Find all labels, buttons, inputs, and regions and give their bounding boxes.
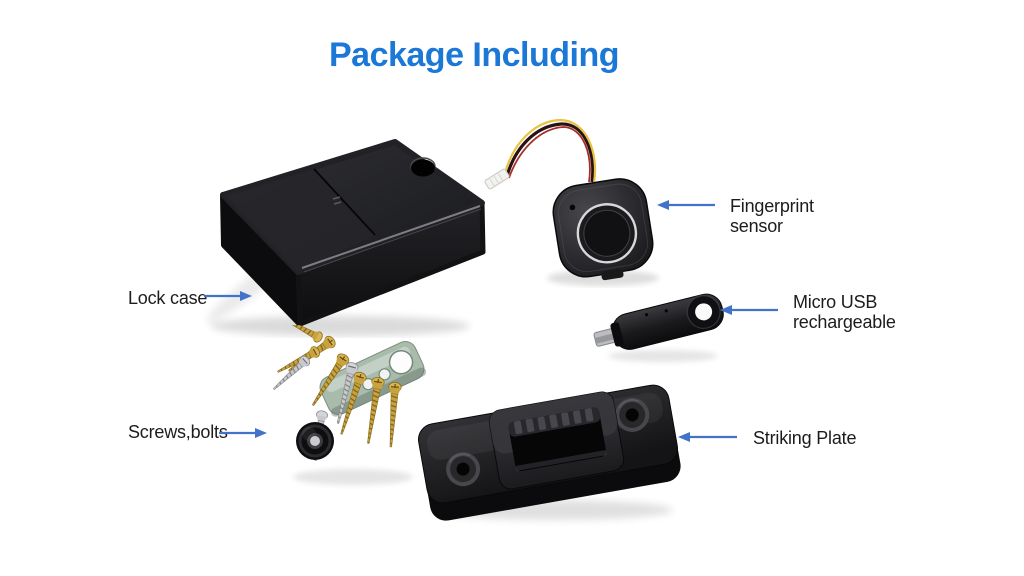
fingerprint-sensor-label: Fingerprint sensor [730, 196, 814, 236]
micro-usb-label: Micro USB rechargeable [793, 292, 896, 332]
striking-plate-photo [413, 368, 693, 533]
striking-plate-arrow-icon [678, 432, 737, 442]
lock-case-photo [195, 128, 495, 343]
screws-bolts-arrow-icon [219, 428, 267, 438]
micro-usb-arrow-icon [720, 305, 778, 315]
screws-bolts-label: Screws,bolts [128, 422, 228, 442]
striking-plate-label: Striking Plate [753, 428, 857, 448]
page-title: Package Including [328, 36, 620, 74]
lock-case-label: Lock case [128, 288, 208, 308]
screws-bolts-photo [268, 318, 468, 500]
micro-usb-key-photo [593, 282, 733, 372]
lock-case-arrow-icon [204, 291, 252, 301]
fingerprint-sensor-arrow-icon [657, 200, 715, 210]
fingerprint-sensor-photo [475, 108, 685, 293]
